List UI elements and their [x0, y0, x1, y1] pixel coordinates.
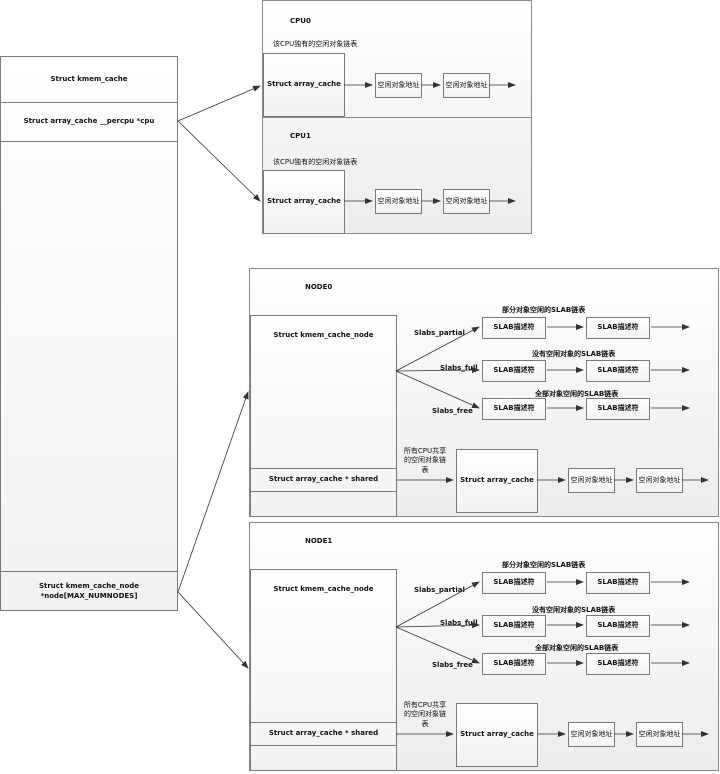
node1-full-title: 没有空闲对象的SLAB链表	[532, 606, 616, 614]
node1-title: NODE1	[305, 537, 333, 545]
node0-free-desc-1: SLAB描述符	[482, 398, 546, 420]
node1-partial-title: 部分对象空闲的SLAB链表	[502, 561, 586, 569]
node0-panel: NODE0 Struct kmem_cache_node Struct arra…	[249, 268, 719, 517]
node0-partial-label: Slabs_partial	[414, 329, 465, 337]
cpu1-free-obj-1: 空闲对象地址	[375, 189, 422, 214]
node0-free-title: 全部对象空闲的SLAB链表	[535, 390, 619, 398]
node1-partial-label: Slabs_partial	[414, 586, 465, 594]
node1-shared-desc: 所有CPU共享的空闲对象链表	[403, 701, 447, 728]
cpu0-desc: 该CPU独有的空闲对象链表	[273, 40, 358, 48]
cpu0-free-obj-2: 空闲对象地址	[443, 73, 490, 98]
node1-shared-free-2: 空闲对象地址	[636, 722, 683, 747]
arrow-percpu-cpu1	[177, 120, 261, 202]
node1-kmem-cache-node: Struct kmem_cache_node Struct array_cach…	[250, 569, 397, 771]
node0-partial-desc-1: SLAB描述符	[482, 317, 546, 339]
cpu1-array-cache: Struct array_cache	[263, 170, 345, 234]
node0-kmem-cache-node-title: Struct kmem_cache_node	[273, 331, 374, 340]
node1-full-label: Slabs_full	[440, 619, 478, 627]
arrow-percpu-cpu0	[177, 85, 261, 122]
kmem-cache-struct: Struct kmem_cache Struct array_cache __p…	[0, 56, 178, 611]
node1-free-title: 全部对象空闲的SLAB链表	[535, 644, 619, 652]
node0-full-label: Slabs_full	[440, 364, 478, 372]
cpu1-free-obj-2: 空闲对象地址	[443, 189, 490, 214]
node0-shared-free-2: 空闲对象地址	[636, 468, 683, 493]
arrow-node-node0	[177, 391, 249, 593]
node0-free-label: Slabs_free	[432, 407, 473, 415]
node0-shared-field: Struct array_cache * shared	[251, 468, 396, 492]
node0-partial-desc-2: SLAB描述符	[586, 317, 650, 339]
node1-shared-array-cache: Struct array_cache	[456, 703, 538, 767]
node1-kmem-cache-node-title: Struct kmem_cache_node	[273, 585, 374, 594]
node0-full-title: 没有空闲对象的SLAB链表	[532, 350, 616, 358]
node-field: Struct kmem_cache_node *node[MAX_NUMNODE…	[1, 571, 177, 611]
node0-shared-free-1: 空闲对象地址	[568, 468, 615, 493]
node1-free-label: Slabs_free	[432, 661, 473, 669]
cpu0-array-cache: Struct array_cache	[263, 53, 345, 117]
node0-title: NODE0	[305, 283, 333, 291]
node1-free-desc-1: SLAB描述符	[482, 653, 546, 675]
arrow-node-node1	[177, 591, 249, 669]
node1-panel: NODE1 Struct kmem_cache_node Struct arra…	[249, 522, 719, 771]
cpu1-title: CPU1	[290, 132, 311, 140]
node1-shared-field: Struct array_cache * shared	[251, 722, 396, 746]
node0-kmem-cache-node: Struct kmem_cache_node Struct array_cach…	[250, 315, 397, 517]
node0-partial-title: 部分对象空闲的SLAB链表	[502, 306, 586, 314]
node1-full-desc-1: SLAB描述符	[482, 615, 546, 637]
node1-free-desc-2: SLAB描述符	[586, 653, 650, 675]
node1-full-desc-2: SLAB描述符	[586, 615, 650, 637]
node1-partial-desc-1: SLAB描述符	[482, 572, 546, 594]
node0-shared-array-cache: Struct array_cache	[456, 449, 538, 513]
node0-shared-desc: 所有CPU共享的空闲对象链表	[403, 447, 447, 474]
percpu-field: Struct array_cache __percpu *cpu	[1, 102, 177, 142]
node1-shared-free-1: 空闲对象地址	[568, 722, 615, 747]
cpu-divider	[263, 117, 531, 118]
node0-free-desc-2: SLAB描述符	[586, 398, 650, 420]
cpu-panel: CPU0 该CPU独有的空闲对象链表 Struct array_cache 空闲…	[262, 0, 532, 234]
node1-partial-desc-2: SLAB描述符	[586, 572, 650, 594]
cpu0-title: CPU0	[290, 17, 311, 25]
kmem-cache-title: Struct kmem_cache	[50, 74, 128, 83]
cpu1-desc: 该CPU独有的空闲对象链表	[273, 158, 358, 166]
node0-full-desc-2: SLAB描述符	[586, 360, 650, 382]
cpu0-free-obj-1: 空闲对象地址	[375, 73, 422, 98]
node0-full-desc-1: SLAB描述符	[482, 360, 546, 382]
